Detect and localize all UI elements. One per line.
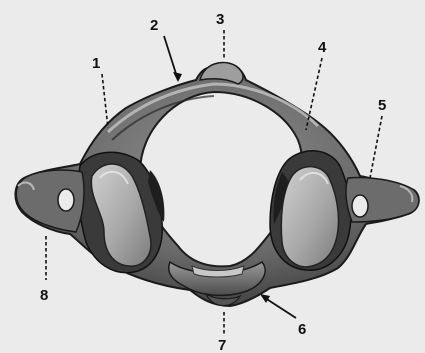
left-transverse-foramen	[58, 189, 74, 211]
leader-5	[370, 116, 382, 178]
label-3: 3	[216, 11, 224, 28]
right-superior-facet	[281, 167, 338, 267]
label-2: 2	[150, 17, 158, 34]
label-7: 7	[218, 337, 226, 353]
label-4: 4	[318, 39, 327, 56]
label-6: 6	[298, 321, 306, 338]
leader-2-arrow	[173, 72, 182, 82]
atlas-bone	[15, 62, 418, 306]
leader-1	[102, 74, 108, 128]
leader-6-arrow	[260, 294, 270, 303]
label-5: 5	[378, 97, 386, 114]
label-8: 8	[40, 287, 48, 304]
label-1: 1	[92, 55, 100, 72]
right-transverse-foramen	[352, 195, 368, 217]
